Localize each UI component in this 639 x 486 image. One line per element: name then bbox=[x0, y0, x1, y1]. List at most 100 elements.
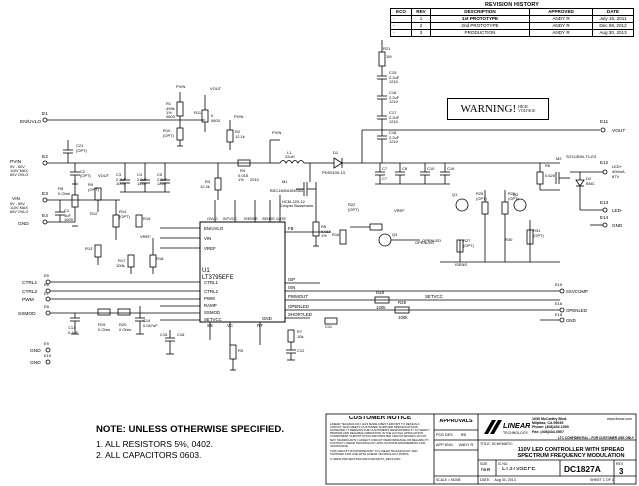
svg-text:R21: R21 bbox=[383, 46, 391, 51]
svg-text:VOUT: VOUT bbox=[98, 173, 110, 178]
svg-text:C16: C16 bbox=[389, 90, 397, 95]
svg-text:OPENLED: OPENLED bbox=[415, 240, 434, 245]
transistors bbox=[440, 190, 560, 263]
linear-logo-icon: LINEAR TECHNOLOGY bbox=[484, 420, 531, 435]
ctrl1-label: CTRL1 bbox=[22, 280, 38, 286]
svg-text:2.2uF: 2.2uF bbox=[389, 95, 400, 100]
svg-text:(OPT): (OPT) bbox=[348, 207, 360, 212]
svg-text:R14: R14 bbox=[119, 209, 127, 214]
svg-text:1210: 1210 bbox=[137, 181, 147, 186]
svg-text:1uF: 1uF bbox=[64, 213, 71, 218]
svg-text:C2: C2 bbox=[80, 169, 86, 174]
control-terminals bbox=[45, 279, 51, 365]
svg-text:HCM-220-12: HCM-220-12 bbox=[282, 199, 306, 204]
svg-text:0.015: 0.015 bbox=[321, 229, 332, 234]
svg-text:R22: R22 bbox=[348, 202, 356, 207]
svg-text:1210: 1210 bbox=[389, 79, 399, 84]
svg-text:VC: VC bbox=[227, 323, 233, 328]
svg-text:R1: R1 bbox=[166, 101, 172, 106]
ground-symbols bbox=[71, 225, 295, 361]
svg-text:100k: 100k bbox=[116, 263, 125, 268]
led-minus-label: LED- bbox=[612, 208, 623, 213]
svg-text:VIN: VIN bbox=[204, 236, 211, 241]
svg-text:0 Ohm: 0 Ohm bbox=[119, 327, 132, 332]
svg-text:C21: C21 bbox=[76, 143, 84, 148]
svg-text:C19: C19 bbox=[447, 166, 455, 171]
approvals-label: APPROVALS bbox=[439, 419, 473, 424]
svg-text:0.015: 0.015 bbox=[238, 173, 249, 178]
svg-text:C16: C16 bbox=[177, 332, 185, 337]
svg-text:ISENSE: ISENSE bbox=[244, 217, 258, 221]
svg-text:R29: R29 bbox=[398, 300, 407, 305]
warning-text: WARNING! bbox=[460, 103, 517, 115]
svg-text:E10: E10 bbox=[44, 353, 52, 358]
svg-text:BSC160N10NS3G: BSC160N10NS3G bbox=[270, 188, 303, 193]
vin-label: VIN bbox=[12, 196, 21, 202]
svg-text:PWMOUT: PWMOUT bbox=[288, 294, 308, 299]
svg-text:0.047uF: 0.047uF bbox=[143, 323, 158, 328]
ssvcomp-label: SSVCOMP bbox=[566, 289, 588, 294]
svg-text:C17: C17 bbox=[389, 110, 397, 115]
svg-text:110V MAX: 110V MAX bbox=[10, 169, 28, 173]
svg-text:(OPT): (OPT) bbox=[119, 214, 131, 219]
svg-text:110V MAX: 110V MAX bbox=[10, 206, 28, 210]
svg-text:2.2uF: 2.2uF bbox=[157, 177, 168, 182]
inductor-l1 bbox=[237, 139, 320, 167]
svg-text:(OPT): (OPT) bbox=[533, 233, 545, 238]
svg-text:R5: R5 bbox=[321, 224, 327, 229]
svg-text:E7: E7 bbox=[44, 291, 50, 296]
svg-text:9V - 60V: 9V - 60V bbox=[10, 165, 25, 169]
svg-text:0 Ohm: 0 Ohm bbox=[58, 191, 71, 196]
svg-text:VREF: VREF bbox=[204, 246, 216, 251]
e11-label: E11 bbox=[600, 119, 609, 125]
svg-text:Cooper Bussmann: Cooper Bussmann bbox=[280, 203, 313, 208]
ssmod-label: SSMOD bbox=[18, 311, 36, 317]
notes-title: NOTE: UNLESS OTHERWISE SPECIFIED. bbox=[96, 424, 284, 435]
svg-text:R16: R16 bbox=[332, 232, 340, 237]
svg-text:1210: 1210 bbox=[389, 99, 399, 104]
svg-text:C5: C5 bbox=[157, 172, 163, 177]
svg-text:R11: R11 bbox=[194, 110, 202, 115]
output-cap-row bbox=[375, 163, 450, 185]
e2-label: E2 bbox=[42, 154, 48, 160]
svg-text:60V OVLO: 60V OVLO bbox=[10, 210, 28, 214]
svg-text:(OPT): (OPT) bbox=[76, 148, 88, 153]
svg-text:R17: R17 bbox=[118, 258, 126, 263]
e3-label: E3 bbox=[42, 191, 48, 197]
svg-text:C11: C11 bbox=[325, 324, 333, 329]
customer-notice: CUSTOMER NOTICE LINEAR TECHNOLOGY HAS MA… bbox=[330, 416, 430, 461]
svg-text:VREF: VREF bbox=[140, 234, 151, 239]
svg-text:0.1uF: 0.1uF bbox=[68, 330, 79, 335]
svg-text:9V - 60V: 9V - 60V bbox=[10, 202, 25, 206]
svg-text:R10: R10 bbox=[163, 128, 171, 133]
svg-text:SHORTLED: SHORTLED bbox=[288, 312, 312, 317]
linear-logo: LINEAR TECHNOLOGY bbox=[482, 416, 531, 438]
svg-text:E6: E6 bbox=[44, 282, 50, 287]
svg-text:1%: 1% bbox=[166, 110, 172, 115]
svg-text:10k: 10k bbox=[297, 334, 303, 339]
svg-text:(OPT): (OPT) bbox=[508, 196, 520, 201]
svg-text:E18: E18 bbox=[555, 312, 563, 317]
svg-text:EN/UVLO: EN/UVLO bbox=[204, 226, 224, 231]
led-output bbox=[536, 163, 608, 228]
svg-text:E5: E5 bbox=[44, 273, 50, 278]
mosfet-m1 bbox=[296, 163, 320, 247]
e13-label: E13 bbox=[600, 200, 609, 205]
svg-text:400mA: 400mA bbox=[612, 169, 625, 174]
svg-text:R5: R5 bbox=[238, 348, 244, 353]
input-labels: E1 EN/UVLO E2 PVIN 9V - 60V 110V MAX 60V… bbox=[10, 111, 48, 227]
svg-text:0603: 0603 bbox=[166, 114, 176, 119]
gnd4-label: GND bbox=[612, 223, 623, 228]
e14-label: E14 bbox=[600, 215, 609, 220]
svg-text:60V OVLO: 60V OVLO bbox=[10, 173, 28, 177]
high-voltage-warning: WARNING! HIGH VOLTAGE bbox=[447, 98, 549, 120]
svg-text:(OPT): (OPT) bbox=[88, 187, 100, 192]
input-terminals bbox=[42, 117, 270, 225]
svg-text:C4: C4 bbox=[137, 172, 143, 177]
svg-text:LINEAR: LINEAR bbox=[503, 421, 530, 430]
svg-text:ISENS: ISENS bbox=[455, 262, 467, 267]
input-cap-bank bbox=[120, 163, 170, 193]
svg-text:SSMOD: SSMOD bbox=[204, 310, 220, 315]
svg-text:E16: E16 bbox=[555, 301, 563, 306]
svg-text:OPENLED: OPENLED bbox=[288, 304, 309, 309]
